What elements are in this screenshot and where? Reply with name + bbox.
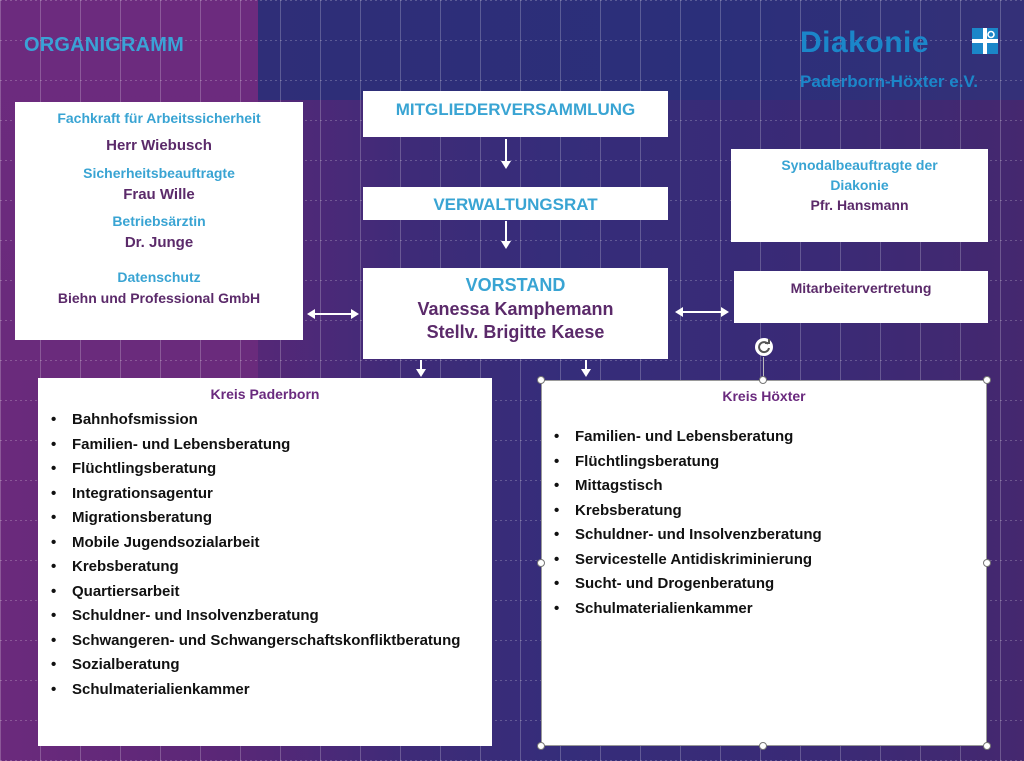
resize-handle[interactable] [537,376,545,384]
list-item: Schuldner- und Insolvenzberatung [547,523,979,548]
kreis-paderborn-title: Kreis Paderborn [210,386,320,402]
resize-handle[interactable] [983,559,991,567]
list-item: Krebsberatung [44,555,484,580]
synodal-person-name: Pfr. Hansmann [810,197,909,213]
vorstand-deputy: Stellv. Brigitte Kaese [426,322,605,342]
list-item: Familien- und Lebensberatung [44,433,484,458]
list-item: Schuldner- und Insolvenzberatung [44,604,484,629]
resize-handle[interactable] [983,376,991,384]
safety-role-label: Betriebsärztin [112,213,206,229]
page-title: ORGANIGRAMM [24,34,184,56]
arrow-down [581,360,591,377]
safety-role-label: Sicherheitsbeauftragte [83,165,235,181]
arrow-down [501,139,511,169]
list-item: Servicestelle Antidiskriminierung [547,548,979,573]
vorstand-box[interactable]: VORSTAND Vanessa Kamphemann Stellv. Brig… [363,268,668,359]
mitgliederversammlung-label: MITGLIEDERVERSAMMLUNG [395,100,636,119]
list-item: Sucht- und Drogenberatung [547,572,979,597]
verwaltungsrat-label: VERWALTUNGSRAT [433,195,598,214]
list-item: Schulmaterialienkammer [44,678,484,703]
diakonie-logo-text: Diakonie [800,26,930,59]
mitgliederversammlung-box[interactable]: MITGLIEDERVERSAMMLUNG [363,91,668,137]
safety-person-name: Herr Wiebusch [106,137,212,154]
list-item: Familien- und Lebensberatung [547,425,979,450]
synodal-role-label: Synodalbeauftragte der [781,157,938,173]
resize-handle[interactable] [759,742,767,750]
mitarbeitervertretung-box[interactable]: Mitarbeitervertretung [734,271,988,323]
resize-handle[interactable] [983,742,991,750]
resize-handle[interactable] [537,742,545,750]
list-item: Bahnhofsmission [44,408,484,433]
double-arrow-right [675,307,729,317]
safety-person-name: Frau Wille [123,186,195,203]
kreis-paderborn-box[interactable]: Kreis Paderborn BahnhofsmissionFamilien-… [38,378,492,746]
kreis-hoexter-box[interactable]: Kreis Höxter Familien- und Lebensberatun… [541,380,987,746]
list-item: Krebsberatung [547,499,979,524]
list-item: Flüchtlingsberatung [44,457,484,482]
safety-functions-box[interactable]: Fachkraft für Arbeitssicherheit Herr Wie… [15,102,303,340]
mitarbeitervertretung-label: Mitarbeitervertretung [790,280,932,296]
safety-role-label: Datenschutz [117,269,201,285]
synodal-box[interactable]: Synodalbeauftragte der Diakonie Pfr. Han… [731,149,988,242]
kreis-hoexter-title: Kreis Höxter [722,388,806,404]
list-item: Mittagstisch [547,474,979,499]
resize-handle[interactable] [537,559,545,567]
rotate-handle-icon[interactable] [754,337,774,357]
list-item: Flüchtlingsberatung [547,450,979,475]
verwaltungsrat-box[interactable]: VERWALTUNGSRAT [363,187,668,220]
list-item: Sozialberatung [44,653,484,678]
list-item: Schwangeren- und Schwangerschaftskonflik… [44,629,484,654]
list-item: Schulmaterialienkammer [547,597,979,622]
background-top-band [258,0,1024,100]
kreis-paderborn-list: BahnhofsmissionFamilien- und Lebensberat… [44,408,484,702]
synodal-role-label-2: Diakonie [830,177,889,193]
safety-person-name: Biehn und Professional GmbH [57,290,261,306]
kreis-hoexter-list: Familien- und LebensberatungFlüchtlingsb… [547,425,979,621]
safety-role-label: Fachkraft für Arbeitssicherheit [57,110,261,126]
rotate-handle-stem [763,357,764,379]
arrow-down [501,221,511,249]
diakonie-cross-icon [972,28,998,54]
list-item: Quartiersarbeit [44,580,484,605]
arrow-down [416,360,426,377]
double-arrow-left [307,309,359,319]
list-item: Migrationsberatung [44,506,484,531]
vorstand-name: Vanessa Kamphemann [417,299,614,319]
organization-name: Paderborn-Höxter e.V. [800,72,978,91]
vorstand-title: VORSTAND [465,275,566,295]
safety-person-name: Dr. Junge [124,234,194,251]
resize-handle[interactable] [759,376,767,384]
list-item: Integrationsagentur [44,482,484,507]
list-item: Mobile Jugendsozialarbeit [44,531,484,556]
